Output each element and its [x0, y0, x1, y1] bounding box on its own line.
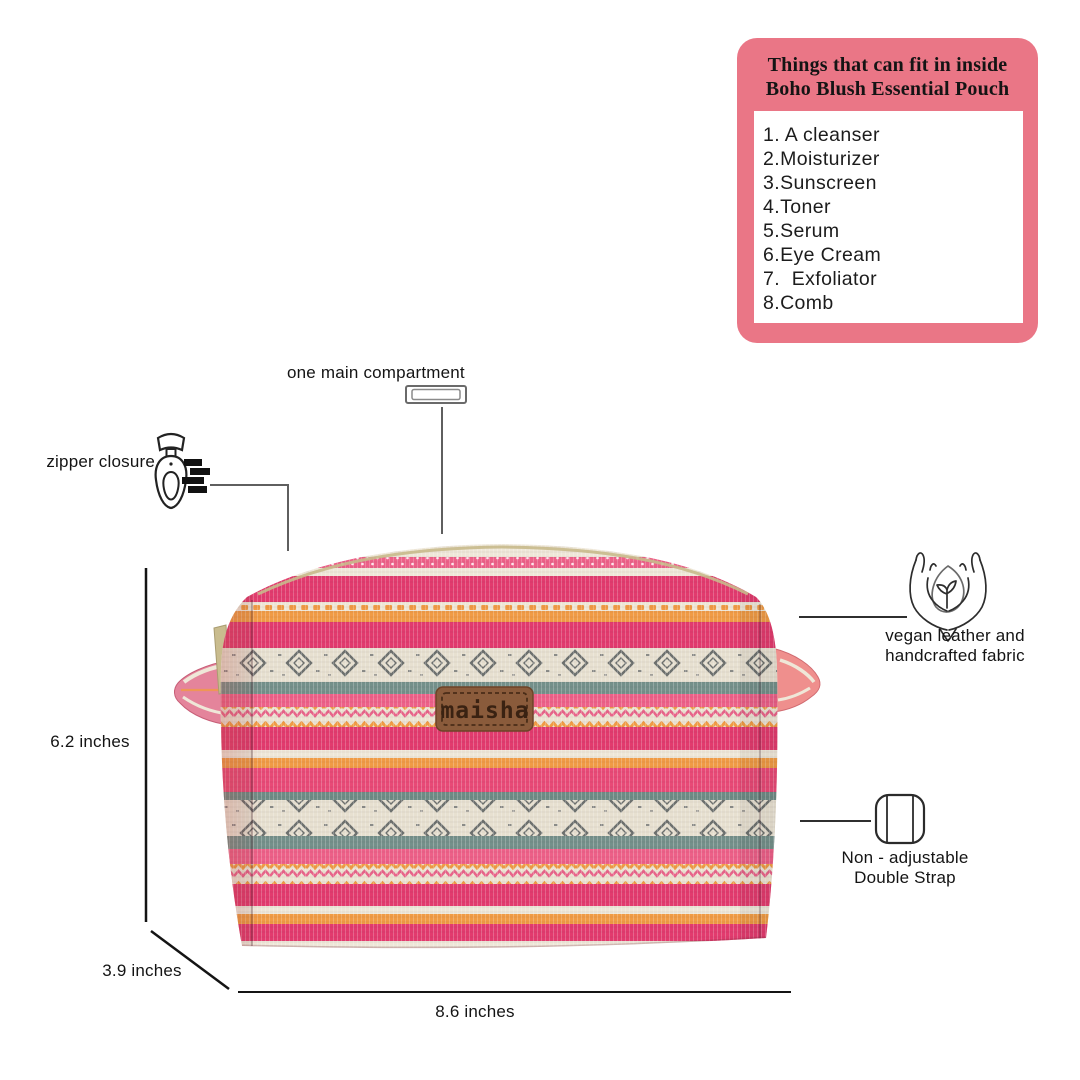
zipper-label: zipper closure — [46, 452, 155, 471]
brand-label: maisha — [440, 698, 529, 724]
info-box-title-line1: Things that can fit in inside — [767, 54, 1008, 76]
material-label-line2: handcrafted fabric — [885, 645, 1025, 665]
strap-icon — [874, 793, 926, 845]
strap-label-line1: Non - adjustable — [841, 848, 969, 867]
list-item: 1. A cleanser — [763, 124, 880, 146]
side-tab-right — [771, 647, 821, 713]
zipper-ridge — [257, 545, 749, 596]
pouch-body — [220, 544, 778, 949]
hands-leaf-icon — [909, 552, 987, 642]
info-box-title-line2: Boho Blush Essential Pouch — [765, 78, 1010, 100]
material-label: vegan leather and handcrafted fabric — [865, 626, 1045, 665]
material-label-line1: vegan leather and — [885, 626, 1025, 645]
info-box: Things that can fit in inside Boho Blush… — [737, 38, 1038, 343]
brand-patch: maisha — [435, 686, 534, 732]
info-box-panel: 1. A cleanser 2.Moisturizer 3.Sunscreen … — [754, 111, 1023, 323]
connector-zipper-line — [210, 484, 289, 551]
list-item: 6.Eye Cream — [763, 244, 882, 266]
strap-label: Non - adjustable Double Strap — [815, 848, 995, 887]
strap-label-line2: Double Strap — [854, 867, 956, 887]
list-item: 4.Toner — [763, 196, 831, 218]
list-item: 8.Comb — [763, 292, 834, 314]
info-list: 1. A cleanser 2.Moisturizer 3.Sunscreen … — [754, 111, 1023, 315]
dimension-line-depth — [150, 929, 230, 991]
dimension-height-label: 6.2 inches — [50, 732, 130, 751]
list-item: 5.Serum — [763, 220, 840, 242]
info-box-title: Things that can fit in inside Boho Blush… — [737, 53, 1038, 101]
list-item: 7. Exfoliator — [763, 268, 877, 290]
list-item: 2.Moisturizer — [763, 148, 880, 170]
dimension-depth-label: 3.9 inches — [102, 961, 182, 980]
zipper-icon — [154, 432, 210, 510]
compartment-icon — [405, 385, 467, 404]
dimension-width-label: 8.6 inches — [435, 1002, 515, 1021]
list-item: 3.Sunscreen — [763, 172, 877, 194]
compartment-label: one main compartment — [287, 363, 465, 382]
